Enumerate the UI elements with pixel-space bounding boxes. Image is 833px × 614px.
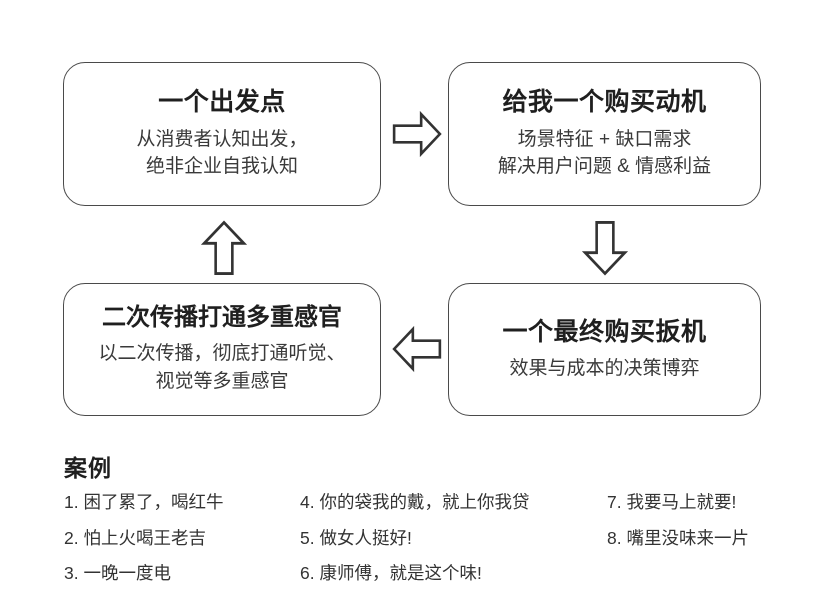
flow-box-line: 效果与成本的决策博弈 [509,357,700,379]
example-item: 3. 一晚一度电 [64,563,171,583]
examples-column: 1. 困了累了，喝红牛 2. 怕上火喝王老吉 3. 一晚一度电 [64,492,304,601]
examples-section: 案例 1. 困了累了，喝红牛 2. 怕上火喝王老吉 3. 一晚一度电 4. 你的… [0,440,833,614]
flow-box-final-trigger: 一个最终购买扳机 效果与成本的决策博弈 [448,283,761,416]
example-item: 6. 康师傅，就是这个味! [300,563,482,583]
arrow-right-icon [391,110,443,158]
flow-box-line: 从消费者认知出发， [136,128,308,150]
flow-box-title: 一个最终购买扳机 [502,317,707,346]
flow-box-line: 解决用户问题 & 情感利益 [497,156,712,178]
example-item: 1. 困了累了，喝红牛 [64,492,224,512]
flow-box-purchase-motivation: 给我一个购买动机 场景特征 + 缺口需求 解决用户问题 & 情感利益 [448,62,761,206]
flow-box-line: 绝非企业自我认知 [145,156,298,178]
example-item: 5. 做女人挺好! [300,527,412,548]
flow-box-line: 场景特征 + 缺口需求 [517,128,692,150]
examples-column: 4. 你的袋我的戴，就上你我贷 5. 做女人挺好! 6. 康师傅，就是这个味! [300,492,600,601]
example-item: 8. 嘴里没味来一片 [607,527,749,548]
example-item: 7. 我要马上就要! [607,492,737,512]
arrow-left-icon [391,325,443,373]
arrow-down-icon [581,219,629,277]
arrow-up-icon [200,219,248,277]
flow-box-title: 二次传播打通多重感官 [102,304,342,332]
example-item: 4. 你的袋我的戴，就上你我贷 [300,492,530,512]
flow-box-secondary-spread: 二次传播打通多重感官 以二次传播，彻底打通听觉、 视觉等多重感官 [63,283,381,416]
flow-box-line: 视觉等多重感官 [155,371,289,392]
examples-column: 7. 我要马上就要! 8. 嘴里没味来一片 [607,492,833,565]
flow-box-title: 一个出发点 [158,88,286,117]
example-item: 2. 怕上火喝王老吉 [64,527,206,548]
flow-box-title: 给我一个购买动机 [502,88,707,117]
flow-box-starting-point: 一个出发点 从消费者认知出发， 绝非企业自我认知 [63,62,381,206]
examples-heading: 案例 [64,455,112,481]
flow-box-line: 以二次传播，彻底打通听觉、 [98,343,346,365]
